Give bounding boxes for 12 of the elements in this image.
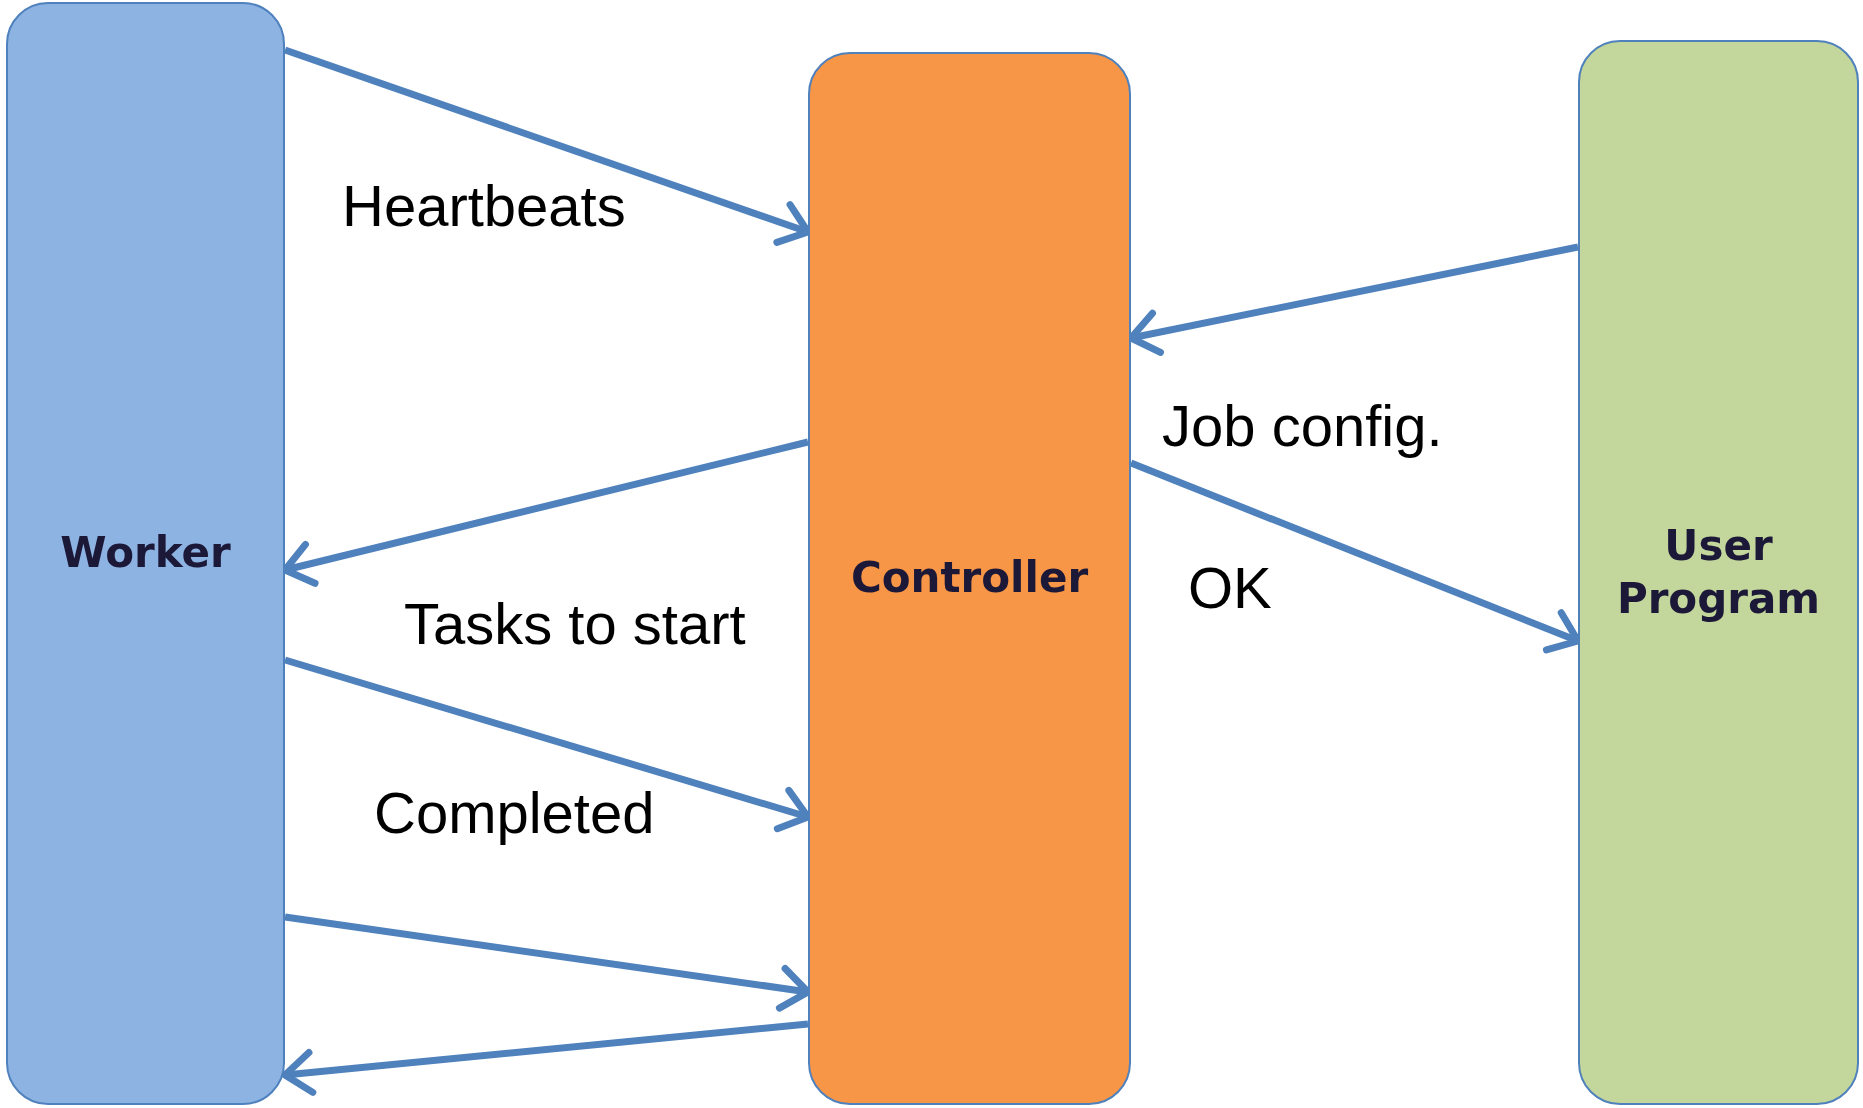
process-box: [808, 52, 1131, 1105]
edge-label: Job config.: [1162, 392, 1443, 459]
edge-label: Completed: [374, 779, 655, 846]
edge-label: Tasks to start: [404, 590, 746, 657]
node-label: Controller: [850, 552, 1089, 605]
arrow: [281, 1020, 809, 1096]
process-box: [6, 2, 285, 1105]
node-label: User Program: [1615, 520, 1822, 625]
edge-label: OK: [1188, 554, 1272, 621]
process-box: [1578, 40, 1859, 1105]
edge-label: Heartbeats: [342, 172, 626, 239]
node-label: Worker: [60, 527, 231, 580]
